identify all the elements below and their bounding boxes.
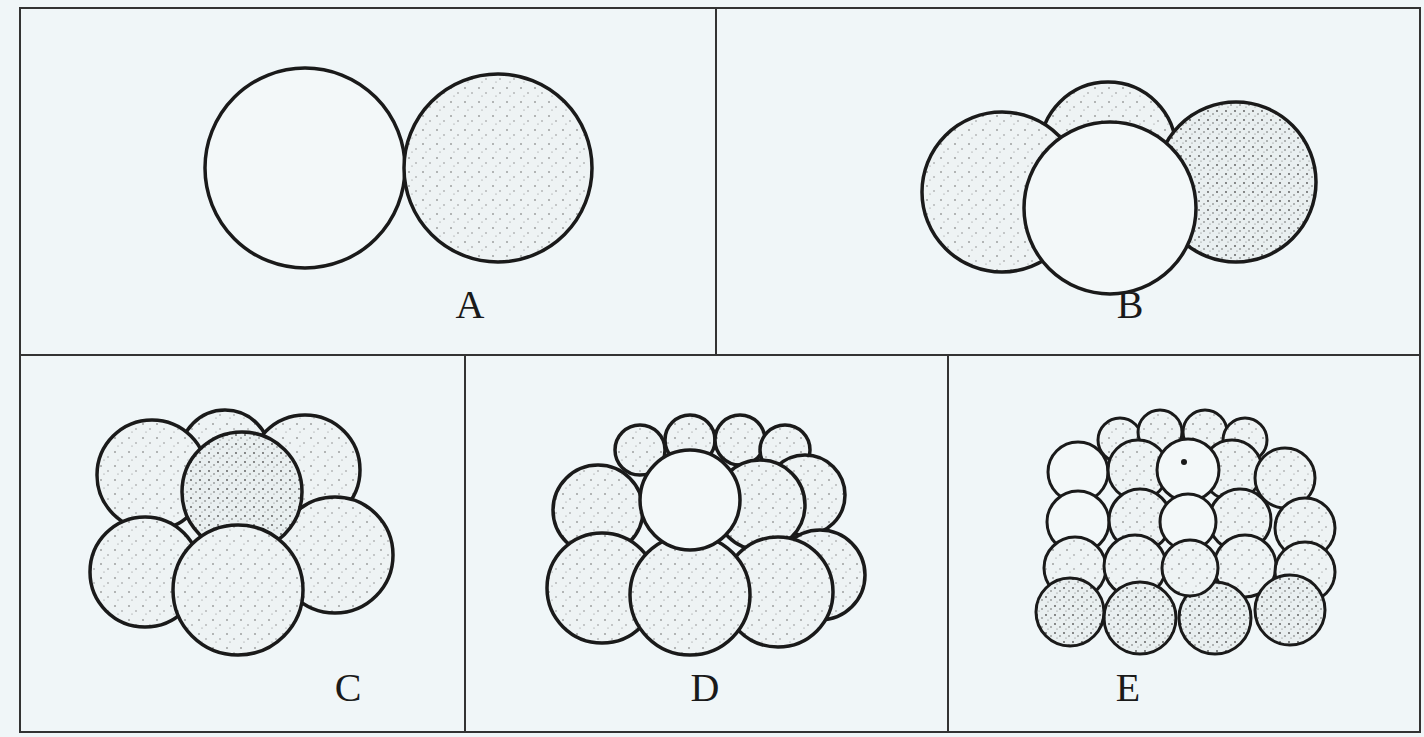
stage-label: A: [456, 285, 485, 325]
stage-label: B: [1117, 285, 1144, 325]
panel-frame: [20, 8, 1420, 732]
stage-label: D: [691, 668, 720, 708]
stage-label: C: [335, 668, 362, 708]
eight-cell-stage: [90, 410, 393, 655]
morula-stage: [1036, 410, 1335, 654]
stage-label: E: [1116, 668, 1140, 708]
two-cell-stage: [205, 68, 592, 268]
four-cell-stage: [922, 82, 1316, 294]
sixteen-cell-stage: [547, 415, 865, 655]
